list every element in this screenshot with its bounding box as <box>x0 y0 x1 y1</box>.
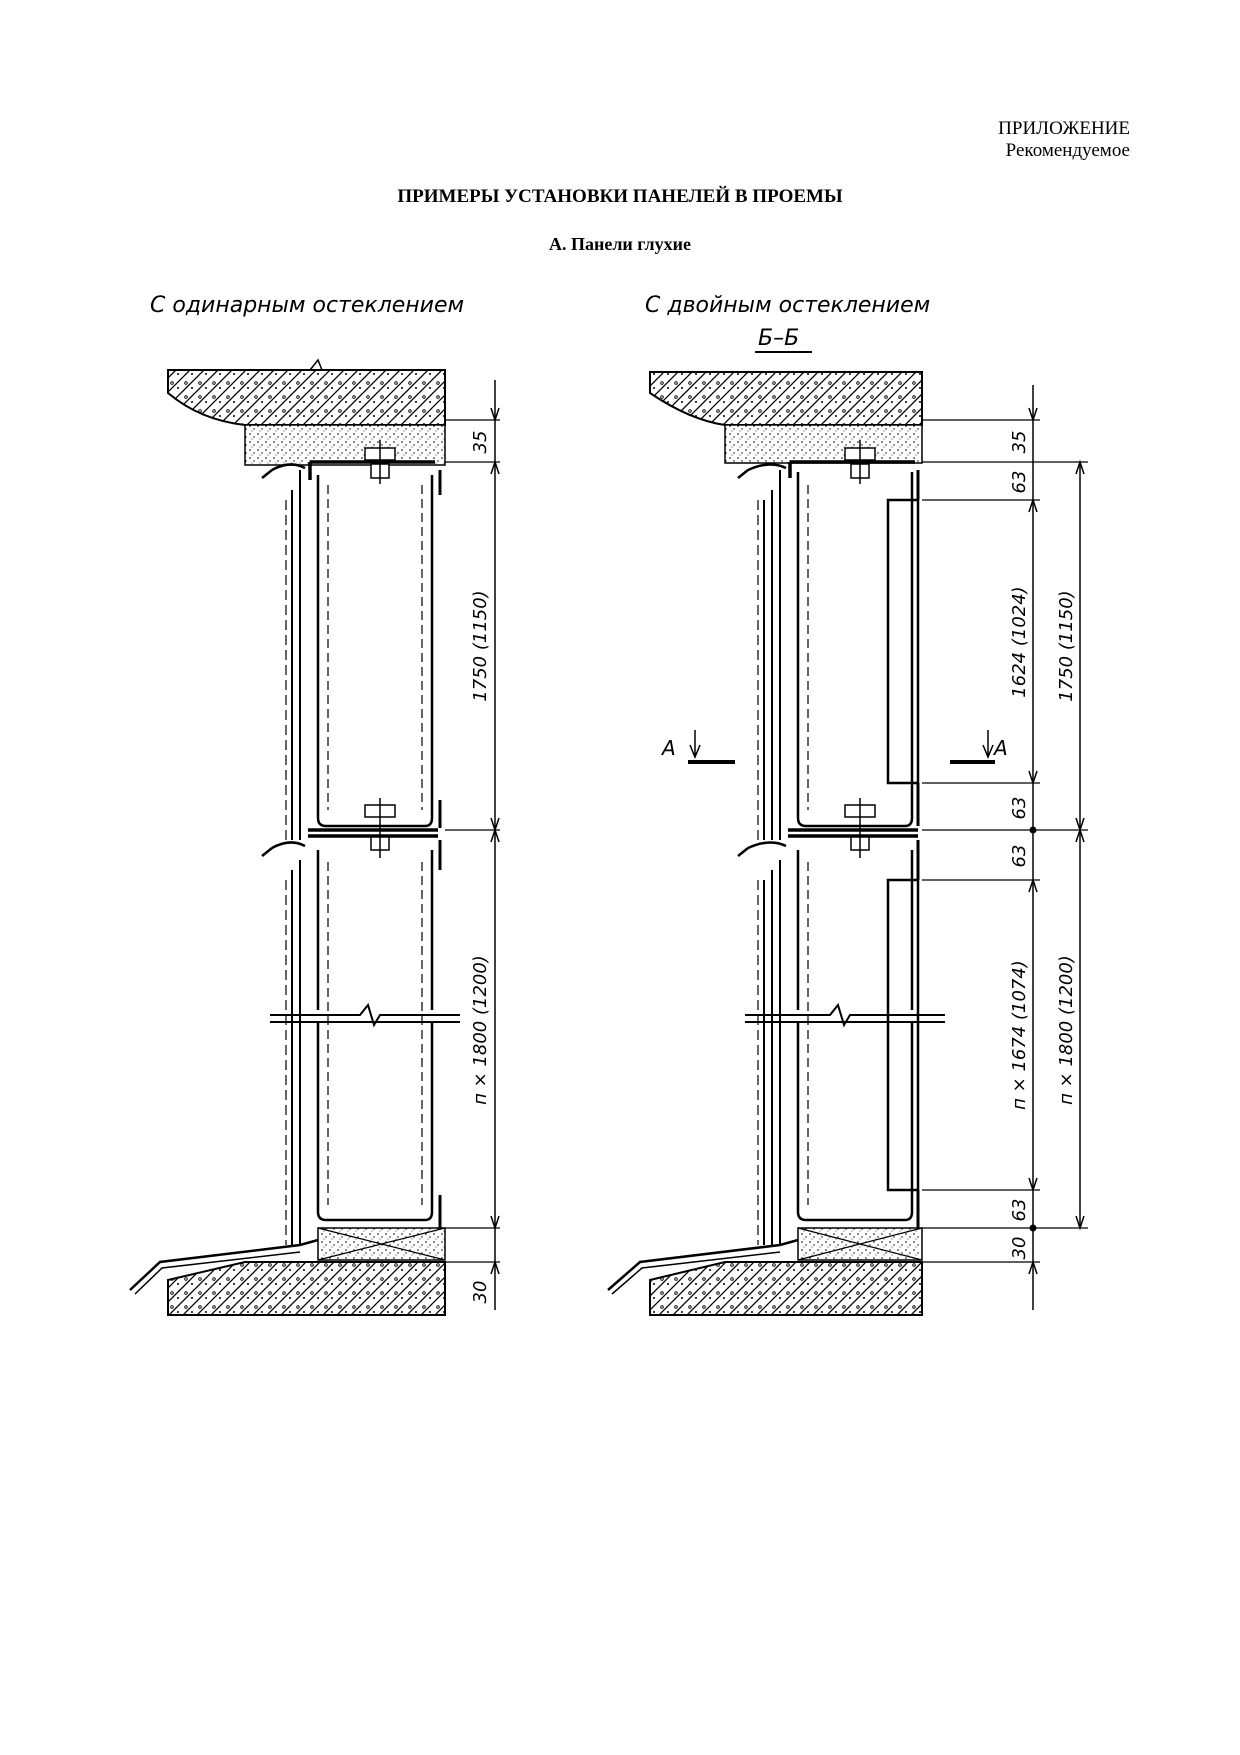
right-dim-bottom: 30 <box>1009 1237 1030 1260</box>
left-caption: С одинарным остеклением <box>150 293 464 318</box>
left-drip-sill <box>129 1238 319 1291</box>
right-caption: С двойным остеклением <box>645 293 930 318</box>
left-dim-top: 35 <box>470 431 491 454</box>
appendix-header: ПРИЛОЖЕНИЕ Рекомендуемое <box>998 118 1130 162</box>
right-outer-dimension-line <box>1040 459 1088 1231</box>
right-dim-lower-inner: п × 1674 (1074) <box>1009 960 1030 1110</box>
right-top-slab <box>649 371 923 426</box>
right-bolt-mid <box>844 798 876 858</box>
cut-label-right: А <box>992 736 1008 760</box>
left-top-mortar <box>244 424 446 466</box>
cut-label-left: А <box>660 736 676 760</box>
right-inner-dimension-line <box>922 385 1040 1310</box>
right-dim-d1: 63 <box>1009 471 1030 494</box>
right-dim-d3: 63 <box>1009 845 1030 868</box>
right-bolt-top <box>844 440 876 484</box>
left-bottom-slab <box>167 1261 446 1316</box>
left-lower-panel <box>261 840 460 1245</box>
right-dim-upper-outer: 1750 (1150) <box>1056 590 1077 701</box>
left-dim-lower: п × 1800 (1200) <box>470 955 491 1105</box>
right-mid-joint <box>788 828 918 838</box>
right-dim-d4: 63 <box>1009 1199 1030 1222</box>
section-label: Б–Б <box>758 326 799 351</box>
right-lower-panel <box>737 840 945 1245</box>
right-bottom-slab <box>649 1261 923 1316</box>
right-upper-panel <box>737 460 920 840</box>
right-top-mortar <box>724 424 923 464</box>
left-upper-panel <box>261 460 442 840</box>
right-dim-upper-inner: 1624 (1024) <box>1009 586 1030 697</box>
appendix-status: Рекомендуемое <box>1005 140 1130 161</box>
page-title: ПРИМЕРЫ УСТАНОВКИ ПАНЕЛЕЙ В ПРОЕМЫ <box>397 186 843 207</box>
right-dim-d2: 63 <box>1009 797 1030 820</box>
left-dim-upper: 1750 (1150) <box>470 590 491 701</box>
right-drip-sill <box>607 1238 799 1291</box>
appendix-label: ПРИЛОЖЕНИЕ <box>998 118 1130 139</box>
right-dim-top: 35 <box>1009 431 1030 454</box>
left-dimension-line <box>445 380 500 1310</box>
right-view: С двойным остеклением Б–Б <box>607 293 1088 1316</box>
left-top-slab <box>167 369 446 426</box>
left-view: С одинарным остеклением <box>129 293 500 1316</box>
section-cut-marks <box>688 730 995 764</box>
left-mid-joint <box>308 828 438 838</box>
left-bolt-top <box>364 440 396 484</box>
left-dim-bottom: 30 <box>470 1281 491 1304</box>
right-dim-lower-outer: п × 1800 (1200) <box>1056 955 1077 1105</box>
page-subtitle: А. Панели глухие <box>548 234 692 254</box>
left-bolt-mid <box>364 798 396 858</box>
